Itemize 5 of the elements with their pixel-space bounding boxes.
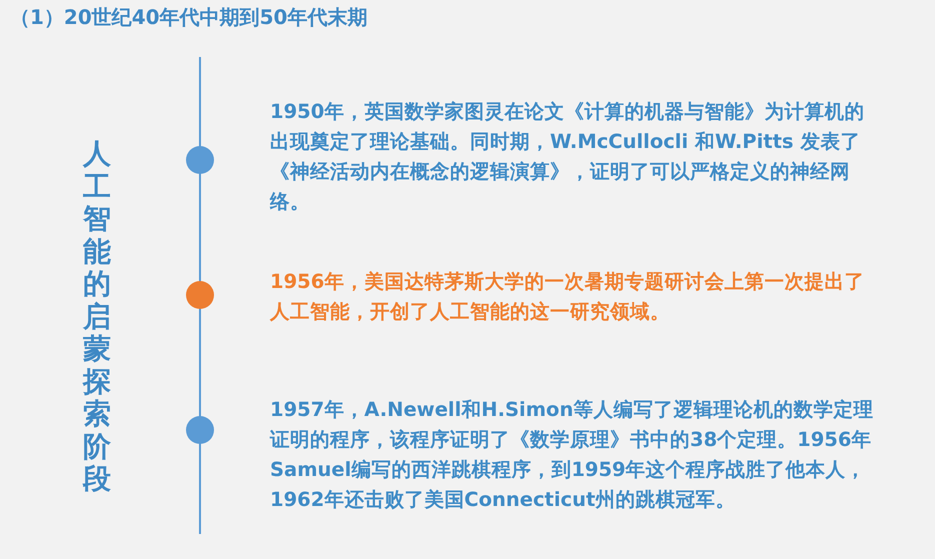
event-description: 1957年，A.Newell和H.Simon等人编写了逻辑理论机的数学定理证明的程序，该程序证明了《数学原理》书中的38个定理。1956年Samuel编写的西洋跳棋程序，到1959年这个程序战胜了他本人，1962年还击败了美国Connecticut州的跳棋冠军。 bbox=[270, 397, 874, 513]
event-description: 1950年，英国数学家图灵在论文《计算的机器与智能》为计算机的出现奠定了理论基础。同时期，W.McCullocli 和W.Pitts 发表了《神经活动内在概念的逻辑演算》，证明了可以严格定义的神经网络。 bbox=[270, 99, 866, 215]
heading: （1）20世纪40年代中期到50年代末期 bbox=[10, 4, 368, 31]
event-description: 1956年，美国达特茅斯大学的一次暑期专题研讨会上第一次提出了人工智能，开创了人工智能的这一研究领域。 bbox=[270, 269, 866, 325]
vertical-heading: 人工智能的启蒙探索阶段 bbox=[82, 138, 112, 496]
